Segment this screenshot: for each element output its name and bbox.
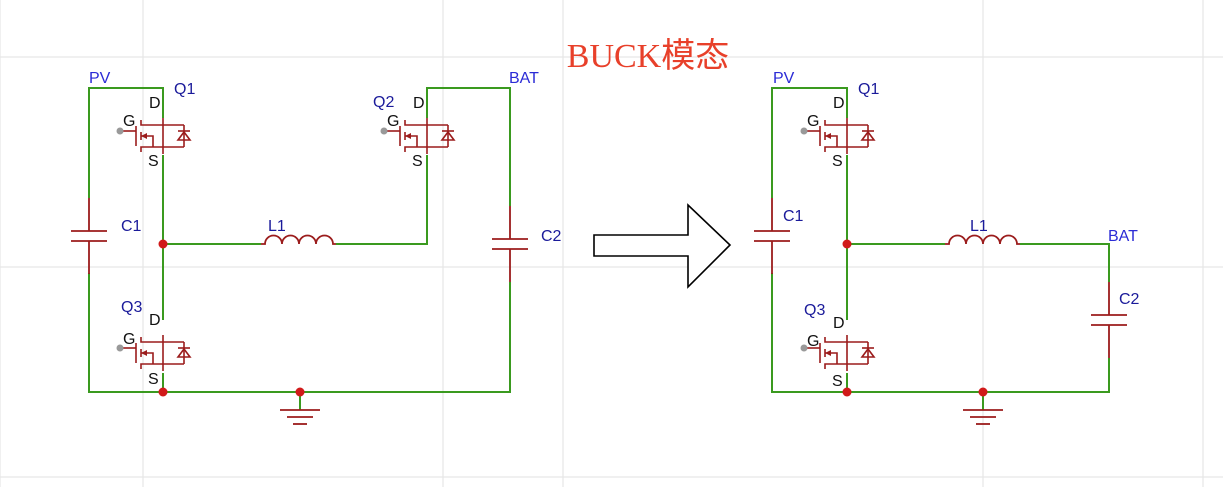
- wire: [163, 282, 511, 393]
- mosfet-source: [824, 363, 847, 369]
- wire: [771, 87, 848, 198]
- net-label-pv: PV: [89, 70, 111, 87]
- ground-symbol: [280, 409, 320, 425]
- junction-dot: [158, 239, 168, 249]
- label-q2: Q2: [373, 94, 394, 111]
- right-circuit: PV BAT Q1 D G S Q3 D G S C1 C2 L1: [754, 70, 1140, 425]
- mosfet-arrow: [141, 133, 147, 139]
- label-c1: C1: [783, 208, 804, 225]
- diode-triangle: [176, 347, 192, 358]
- net-label-bat: BAT: [1108, 228, 1138, 245]
- mosfet-source: [140, 363, 163, 369]
- diode-triangle: [860, 347, 876, 358]
- mosfet-drain: [140, 337, 163, 343]
- ground-symbol: [963, 409, 1003, 425]
- capacitor-c1: [754, 198, 790, 274]
- left-wires: [88, 87, 511, 410]
- pin-g-q3: G: [807, 333, 819, 350]
- mosfet-arrow: [141, 350, 147, 356]
- label-c2: C2: [1119, 291, 1140, 308]
- mosfet-drain: [140, 120, 163, 126]
- mosfet-q1: [800, 118, 876, 154]
- pin-d-q1: D: [833, 95, 845, 112]
- diagram-title: BUCK模态: [567, 37, 729, 75]
- label-q1: Q1: [858, 81, 879, 98]
- mosfet-arrow: [825, 350, 831, 356]
- wire: [771, 273, 847, 393]
- wire: [847, 358, 1110, 393]
- inductor-coil: [261, 234, 336, 245]
- pin-s-q2: S: [412, 153, 423, 170]
- mosfet-drain: [824, 120, 847, 126]
- mosfet-q3: [116, 335, 192, 371]
- label-c2: C2: [541, 228, 562, 245]
- right-arrow-icon: [593, 203, 732, 289]
- wire: [336, 155, 428, 245]
- junction-dot: [842, 239, 852, 249]
- gate-terminal: [116, 344, 124, 352]
- pin-d-q2: D: [413, 95, 425, 112]
- label-c1: C1: [121, 218, 142, 235]
- net-label-bat: BAT: [509, 70, 539, 87]
- pin-d-q3: D: [149, 312, 161, 329]
- mosfet-drain: [824, 337, 847, 343]
- inductor-coil: [945, 234, 1020, 245]
- diode-triangle: [440, 130, 456, 141]
- label-q1: Q1: [174, 81, 195, 98]
- mosfet-source: [404, 146, 427, 152]
- gate-terminal: [800, 344, 808, 352]
- right-wires: [771, 87, 1110, 410]
- inductor-l1: [261, 234, 336, 245]
- pin-d-q3: D: [833, 315, 845, 332]
- pin-s-q3: S: [148, 371, 159, 388]
- capacitor-c1: [71, 198, 107, 274]
- gate-terminal: [800, 127, 808, 135]
- mosfet-q3: [800, 335, 876, 371]
- pin-s-q3: S: [832, 373, 843, 390]
- wire: [88, 273, 163, 393]
- pin-d-q1: D: [149, 95, 161, 112]
- label-l1: L1: [970, 218, 988, 235]
- diode-triangle: [860, 130, 876, 141]
- gate-terminal: [116, 127, 124, 135]
- mosfet-arrow: [825, 133, 831, 139]
- mosfet-drain: [404, 120, 427, 126]
- junction-dot: [842, 387, 852, 397]
- junction-dot: [158, 387, 168, 397]
- junction-dot: [978, 387, 988, 397]
- mosfet-q1: [116, 118, 192, 154]
- wire: [426, 87, 511, 206]
- pin-s-q1: S: [148, 153, 159, 170]
- label-l1: L1: [268, 218, 286, 235]
- wire: [88, 87, 164, 198]
- junction-dot: [295, 387, 305, 397]
- label-q3: Q3: [121, 299, 142, 316]
- net-label-pv: PV: [773, 70, 795, 87]
- mosfet-source: [824, 146, 847, 152]
- pin-g-q1: G: [807, 113, 819, 130]
- pin-g-q3: G: [123, 331, 135, 348]
- capacitor-c2: [1091, 282, 1127, 358]
- pin-g-q1: G: [123, 113, 135, 130]
- pin-g-q2: G: [387, 113, 399, 130]
- left-circuit: PV BAT Q1 D G S Q2 D G S Q3 D G S C1 C2 …: [71, 70, 562, 425]
- pin-s-q1: S: [832, 153, 843, 170]
- label-q3: Q3: [804, 302, 825, 319]
- mosfet-arrow: [405, 133, 411, 139]
- mosfet-source: [140, 146, 163, 152]
- wire: [1020, 243, 1110, 282]
- capacitor-c2: [492, 206, 528, 282]
- mosfet-q2: [380, 118, 456, 154]
- diode-triangle: [176, 130, 192, 141]
- gate-terminal: [380, 127, 388, 135]
- inductor-l1: [945, 234, 1020, 245]
